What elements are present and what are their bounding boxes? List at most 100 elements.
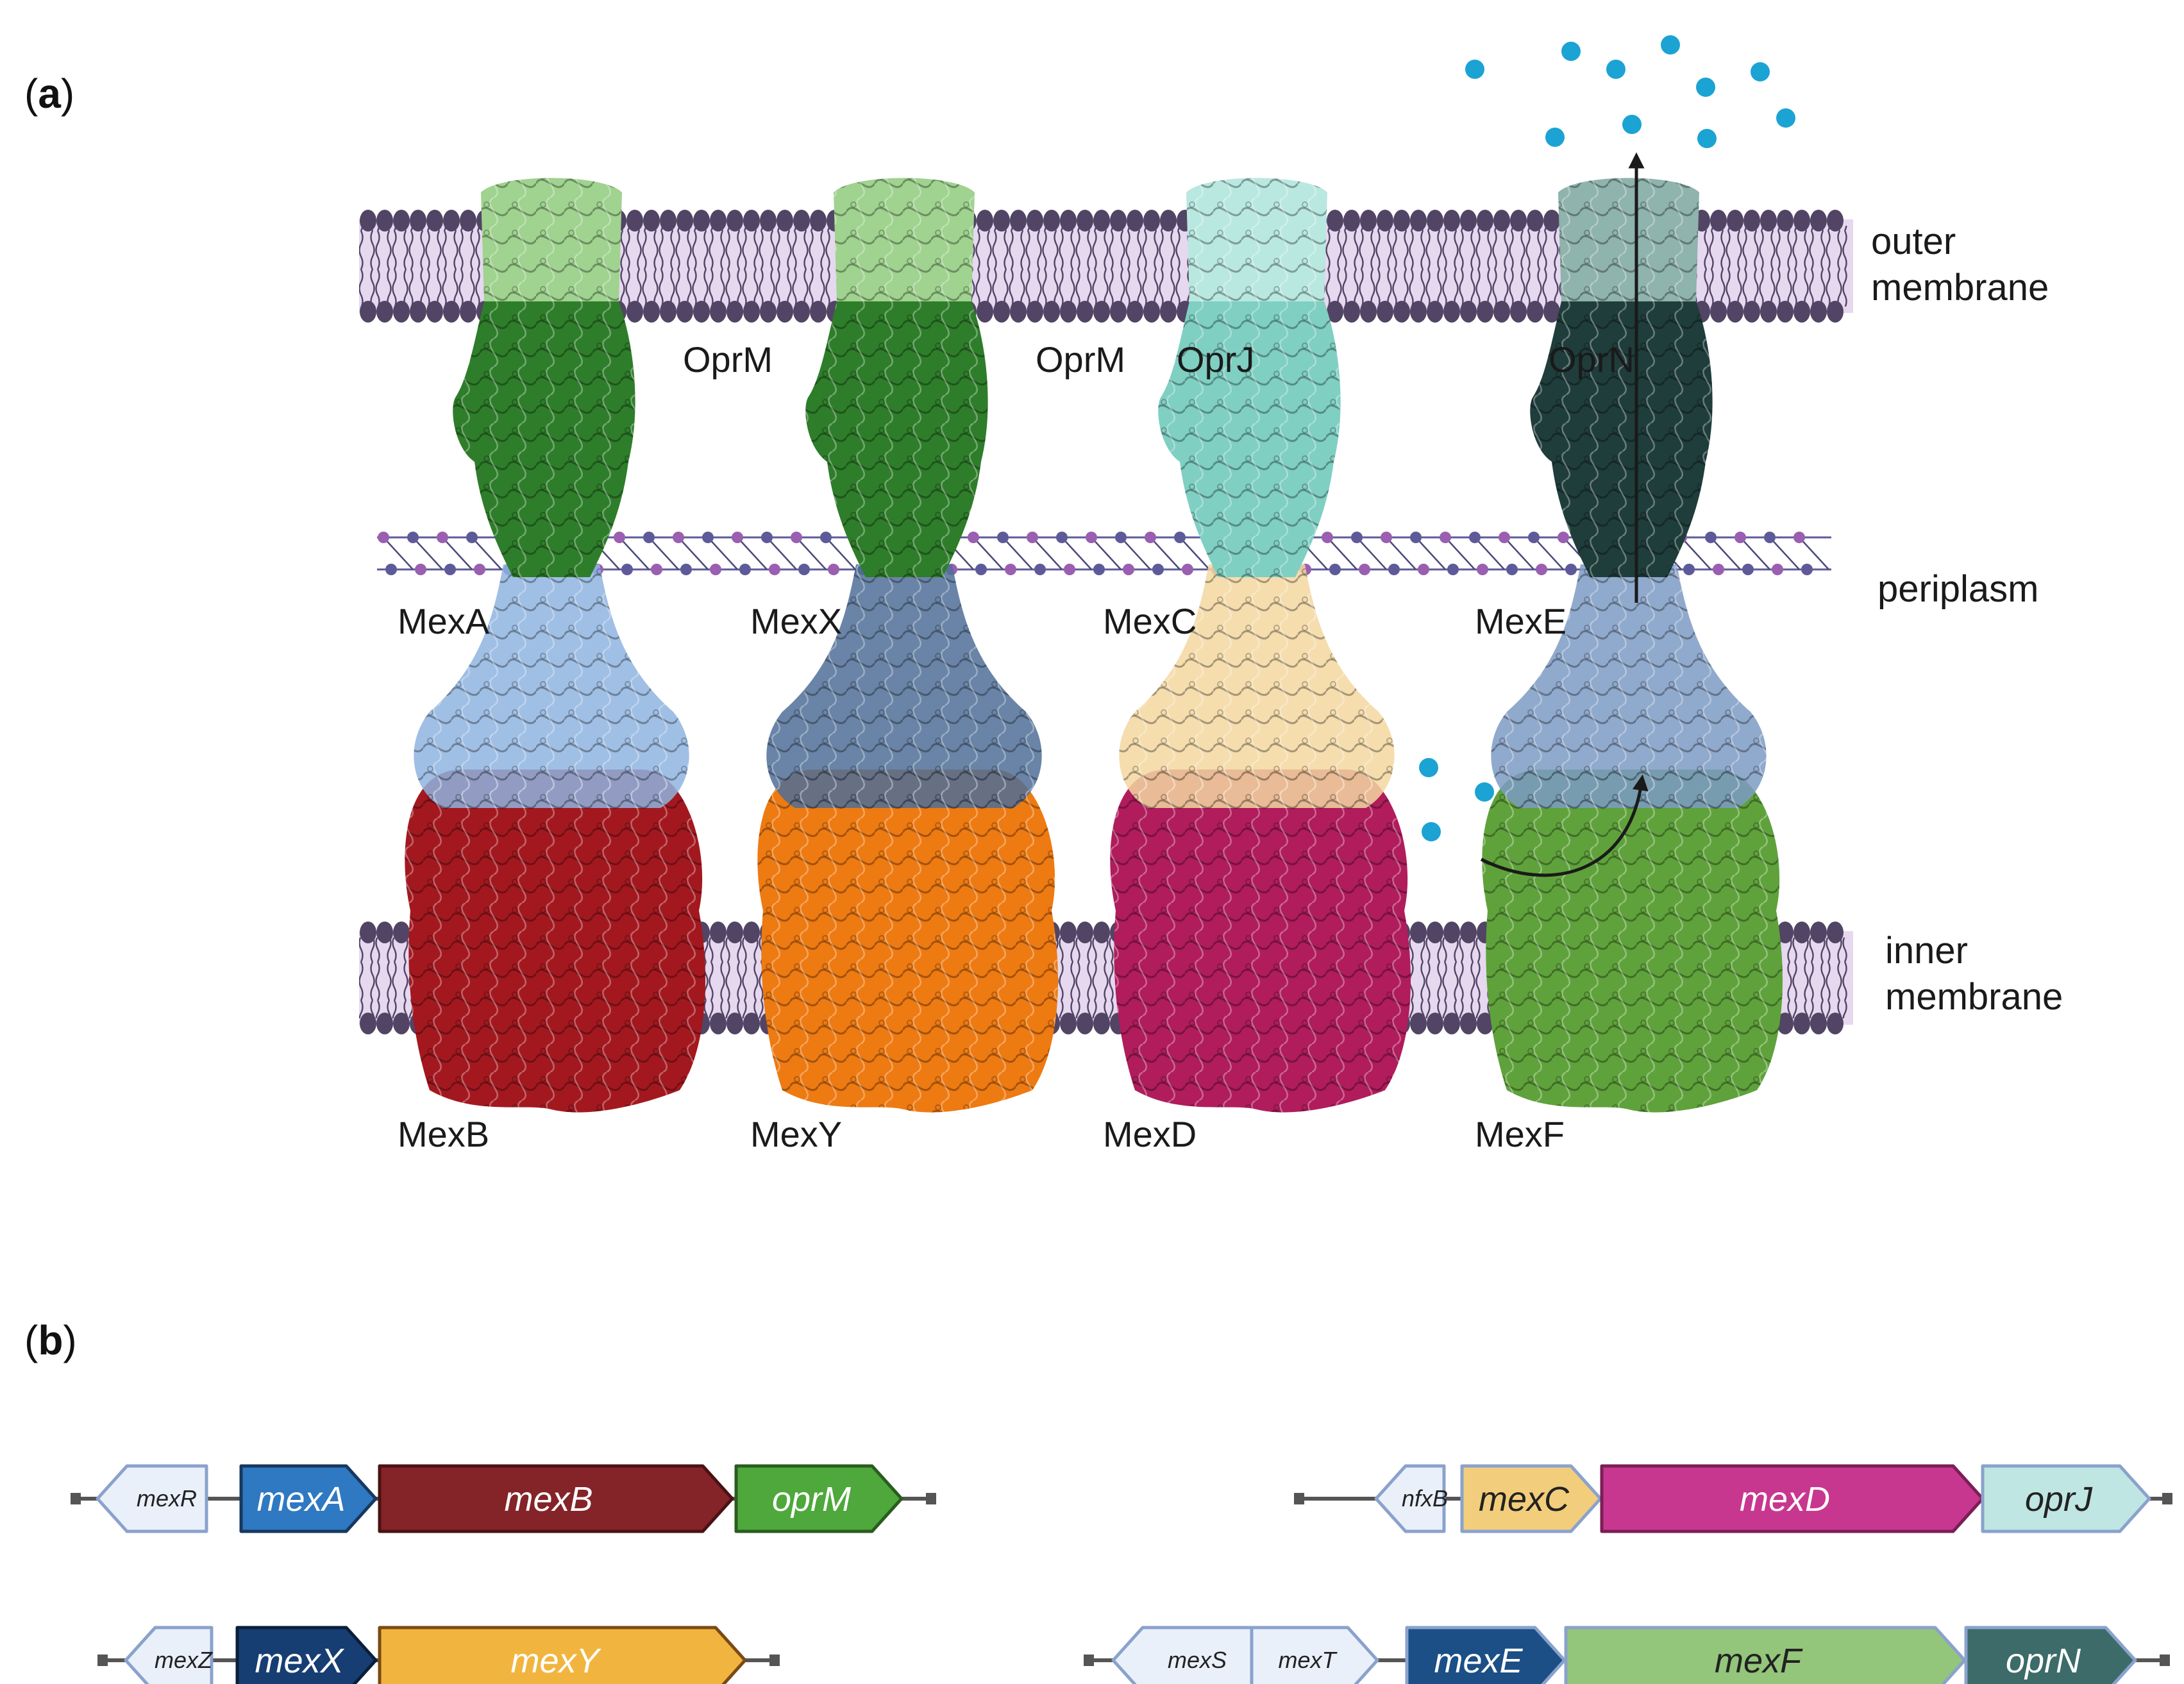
lipid-head [1060,922,1077,943]
peptidoglycan-node [798,564,810,575]
lipid-head [410,301,426,323]
peptidoglycan-node [968,532,979,543]
lipid-head [376,301,393,323]
gene-arrow-mexY [378,1626,747,1684]
lipid-head [1160,210,1177,232]
lipid-head [1393,210,1410,232]
peptidoglycan-node [1056,532,1068,543]
lipid-head [727,210,743,232]
panel-a-label: (a) [24,71,74,117]
gene-label-oprN: oprN [2006,1642,2081,1680]
lipid-head [1427,922,1443,943]
lipid-head [1043,301,1060,323]
lipid-head [426,210,443,232]
substrate-molecule [1697,129,1717,148]
peptidoglycan-node [407,532,419,543]
peptidoglycan-crosslink [1504,537,1534,570]
lipid-head [1027,210,1043,232]
lipid-head [1327,210,1343,232]
peptidoglycan-node [1329,564,1341,575]
lipid-head [1810,301,1827,323]
substrate-molecule [1696,78,1715,97]
lipid-head [1543,210,1560,232]
lipid-head [993,301,1010,323]
gene-label-mexC: mexC [1479,1480,1570,1519]
lipid-head [743,210,760,232]
lipid-head [1460,210,1477,232]
gene-label-mexD: mexD [1740,1480,1830,1519]
lipid-head [1377,301,1393,323]
peptidoglycan-node [415,564,426,575]
peptidoglycan-crosslink [1681,537,1711,570]
rnd-label: MexY [750,1114,842,1154]
lipid-head [1343,210,1360,232]
gene-label-mexY: mexY [510,1642,601,1680]
gene-arrow-mexB [378,1464,734,1533]
rnd-transporter-texture [405,770,705,1113]
lipid-head [393,301,410,323]
peptidoglycan-node [1093,564,1105,575]
lipid-head [810,210,827,232]
peptidoglycan-node [791,532,802,543]
peptidoglycan-node [1005,564,1016,575]
gene-arrow-oprN [1964,1626,2137,1684]
peptidoglycan-node [1418,564,1429,575]
omp-barrel-texture [481,178,622,301]
substrate-molecule [1465,60,1484,79]
lipid-head [360,1013,376,1034]
peptidoglycan-crosslink [1120,537,1151,570]
peptidoglycan-node [828,564,839,575]
lipid-head [1777,210,1793,232]
peptidoglycan-node [1499,532,1510,543]
lipid-head [1793,210,1810,232]
lipid-head [793,301,810,323]
mfp-label: MexA [398,601,490,641]
lipid-head [460,210,476,232]
lipid-head [1060,301,1077,323]
peptidoglycan-node [1359,564,1370,575]
substrate-molecule [1776,108,1795,128]
rnd-transporter-texture [757,770,1058,1113]
lipid-head [1460,1013,1477,1034]
peptidoglycan-node [1565,564,1577,575]
peptidoglycan-node [1447,564,1459,575]
lipid-head [1010,301,1027,323]
lipid-head [360,210,376,232]
peptidoglycan-node [673,532,684,543]
lipid-head [1743,210,1760,232]
lipid-head [1393,301,1410,323]
lipid-head [1710,301,1727,323]
peptidoglycan-node [614,532,625,543]
peptidoglycan-node [1469,532,1481,543]
peptidoglycan-node [975,564,987,575]
peptidoglycan-node [1027,532,1038,543]
lipid-head [1410,301,1427,323]
gene-label-mexR: mexR [137,1485,197,1511]
peptidoglycan-node [643,532,655,543]
lipid-head [743,301,760,323]
lipid-head [727,301,743,323]
peptidoglycan-node [1123,564,1134,575]
peptidoglycan-node [732,532,743,543]
peptidoglycan-crosslink [1474,537,1505,570]
lipid-head [1410,922,1427,943]
lipid-head [1793,301,1810,323]
peptidoglycan-node [820,532,832,543]
lipid-head [1827,301,1844,323]
peptidoglycan-crosslink [825,537,856,570]
lipid-head [1727,301,1743,323]
peptidoglycan-crosslink [737,537,768,570]
operon-end-cap [2162,1493,2172,1504]
rnd-label: MexD [1103,1114,1197,1154]
peptidoglycan-node [1440,532,1451,543]
lipid-head [1827,210,1844,232]
gene-arrow-mexE [1405,1626,1567,1684]
peptidoglycan-crosslink [1386,537,1416,570]
peptidoglycan-crosslink [1710,537,1741,570]
lipid-head [1060,210,1077,232]
lipid-head [393,1013,410,1034]
gene-label-oprM: oprM [772,1480,851,1519]
